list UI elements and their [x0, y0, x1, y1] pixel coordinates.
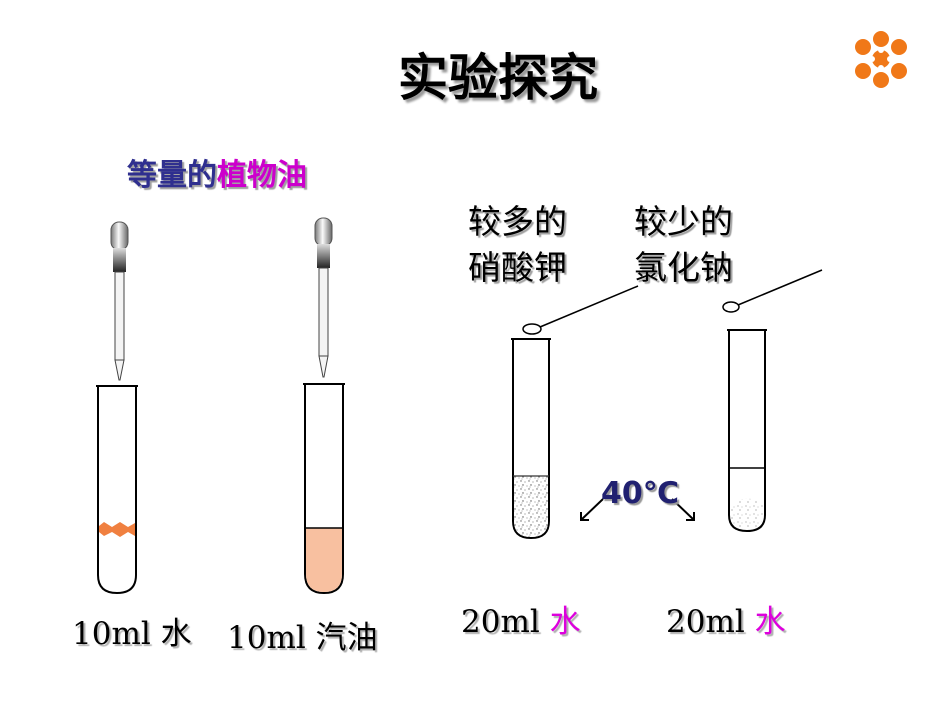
solute-right-line1: 较少的: [634, 202, 733, 241]
solute-left-line1: 较多的: [468, 202, 567, 241]
arrow-icon: [671, 498, 695, 521]
tube4-water: 水: [754, 604, 786, 640]
spatula-icon: [722, 269, 823, 313]
tube4-label: 20ml 水: [666, 596, 786, 641]
oil-label-prefix: 等量的: [127, 158, 217, 193]
tube3-label: 20ml 水: [461, 596, 581, 641]
test-tube-icon: [727, 329, 767, 533]
tube1-label: 10ml 水: [72, 616, 192, 652]
solute-right-line2: 氯化钠: [634, 248, 733, 287]
temperature-label: 40℃: [601, 476, 680, 511]
dropper-icon: [110, 221, 129, 381]
slide-title: 实验探究: [398, 49, 598, 107]
solute-right-label: 较少的 氯化钠: [634, 199, 733, 291]
tube4-volume: 20ml: [666, 604, 755, 640]
spatula-icon: [522, 285, 639, 335]
tube2-label: 10ml 汽油: [227, 620, 378, 656]
tube3-water: 水: [549, 604, 581, 640]
arrow-icon: [580, 498, 604, 521]
solute-left-label: 较多的 硝酸钾: [468, 199, 567, 291]
test-tube-icon: [511, 338, 551, 540]
tube3-volume: 20ml: [461, 604, 550, 640]
solute-left-line2: 硝酸钾: [468, 248, 567, 287]
test-tube-icon: [303, 383, 345, 595]
test-tube-icon: [96, 385, 138, 595]
flower-logo-icon: [855, 31, 907, 88]
dropper-icon: [314, 217, 333, 378]
oil-label-vegetable-oil: 植物油: [217, 158, 307, 193]
oil-label: 等量的植物油: [127, 150, 307, 194]
